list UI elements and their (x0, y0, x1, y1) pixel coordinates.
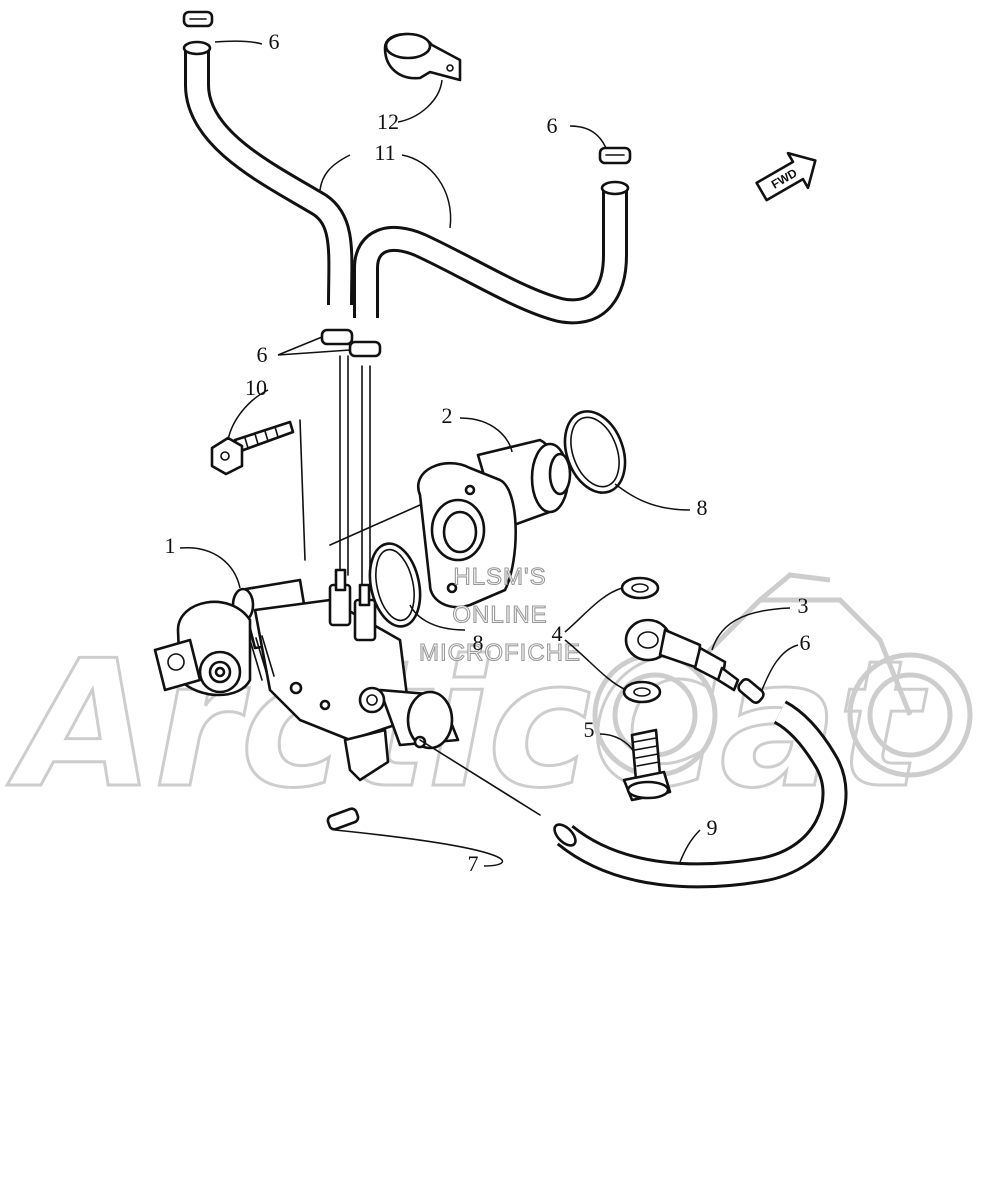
callout-10: 10 (245, 375, 267, 400)
callout-12: 12 (377, 109, 399, 134)
washer-4-top (620, 576, 660, 600)
alignment-lines (299, 419, 541, 816)
callout-6-low-right: 6 (800, 630, 811, 655)
callout-6-top: 6 (269, 29, 280, 54)
banjo-bolt-5 (622, 728, 672, 802)
feed-tubes (339, 355, 371, 591)
callout-6-bottom: 7 (468, 851, 479, 876)
hose-clamp-6-right (598, 146, 632, 165)
hose-11 (182, 40, 630, 325)
fwd-arrow-icon: FWD (755, 151, 817, 202)
callout-9: 9 (707, 815, 718, 840)
washer-4-bottom (622, 680, 662, 704)
callout-1: 1 (165, 533, 176, 558)
hlsm-watermark: HLSM'S ONLINE MICROFICHE (418, 563, 581, 667)
o-ring-7 (368, 542, 422, 628)
hose-clamp-6-bottom (326, 807, 360, 831)
watermark-line-3: MICROFICHE (419, 639, 581, 666)
hose-clamp-6-top (182, 10, 214, 28)
bolt-10 (210, 420, 295, 476)
inlet-flange-2 (417, 438, 572, 609)
callouts: 6 12 11 6 6 10 1 2 8 8 4 3 6 5 9 7 (165, 29, 811, 876)
callout-6-middle: 6 (257, 342, 268, 367)
oil-pump-1 (153, 568, 460, 782)
leader-lines (179, 40, 799, 867)
callout-11: 11 (374, 140, 395, 165)
hose-clamp-6-mid-b (348, 340, 382, 358)
watermark-line-2: ONLINE (452, 601, 547, 628)
hose-9 (553, 700, 848, 889)
hose-clamp-6-low-right (737, 678, 765, 704)
hose-clamp-6-mid-a (320, 328, 354, 346)
clamp-12 (383, 32, 462, 82)
watermark-line-1: HLSM'S (453, 563, 546, 590)
banjo-fitting-3 (624, 618, 740, 692)
callout-3: 3 (798, 593, 809, 618)
o-ring-8 (563, 410, 627, 494)
callout-5: 5 (584, 717, 595, 742)
callout-6-right: 6 (547, 113, 558, 138)
callout-2: 2 (442, 403, 453, 428)
callout-7: 8 (473, 630, 484, 655)
callout-8: 8 (697, 495, 708, 520)
callout-4: 4 (552, 621, 563, 646)
